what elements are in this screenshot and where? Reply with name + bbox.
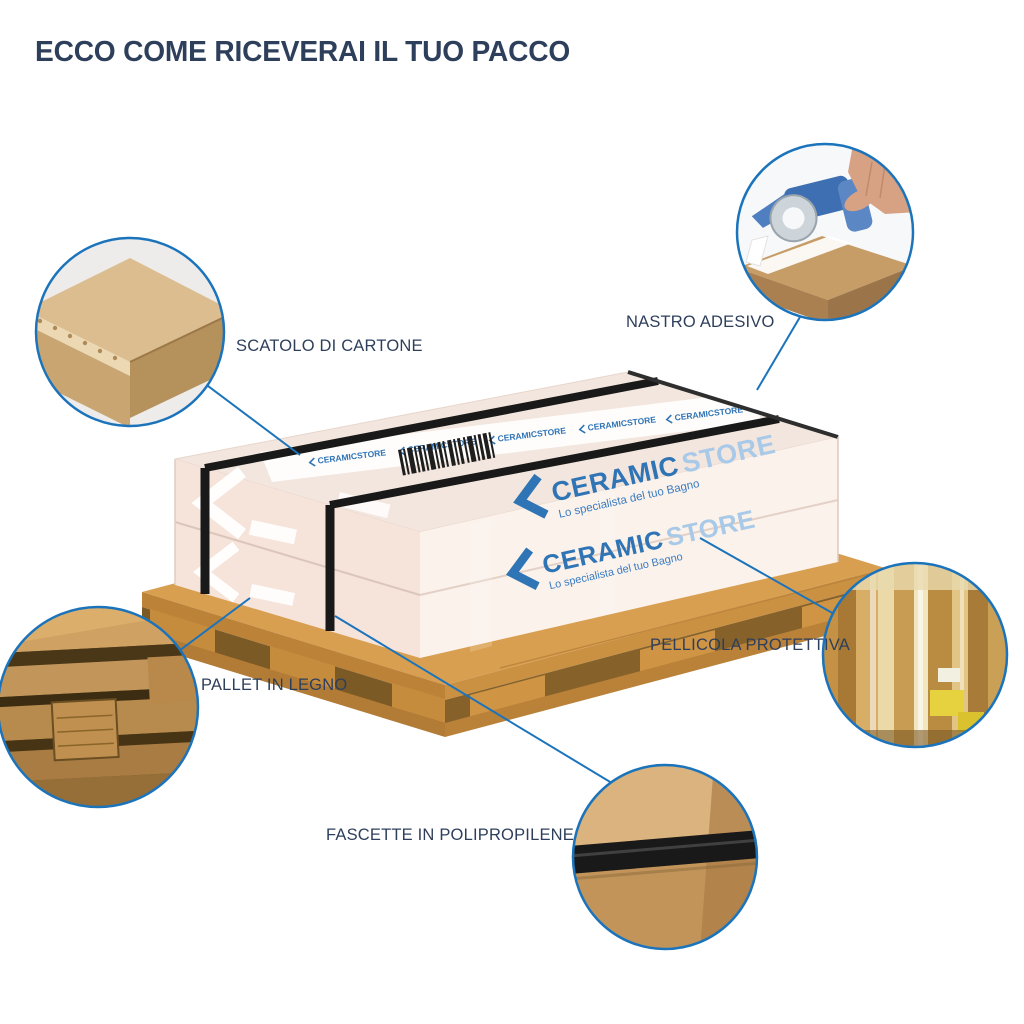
label-fascette-in-polipropilene: FASCETTE IN POLIPROPILENE: [326, 826, 574, 844]
callout-photo-straps: [574, 766, 756, 948]
brand-chevron-icon: [665, 414, 673, 424]
box-strap-1: [200, 377, 659, 594]
label-nastro-adesivo: NASTRO ADESIVO: [626, 313, 775, 331]
box-barcode: [398, 432, 496, 476]
tape-band: [260, 392, 762, 482]
package-illustration: CERAMICSTORE CERAMICSTORE CERAMICSTORE C…: [142, 370, 885, 737]
callout-ring-straps: [571, 763, 759, 951]
label-scatolo-di-cartone: SCATOLO DI CARTONE: [236, 337, 423, 355]
brand-chevron-icon: [488, 435, 496, 445]
callout-ring-tape: [735, 142, 915, 322]
label-pallet-in-legno: PALLET IN LEGNO: [201, 676, 348, 694]
shipping-label: [249, 584, 296, 606]
callout-ring-cardboard: [34, 236, 226, 428]
callout-ring-pallet: [0, 605, 200, 809]
label-pellicola-protettiva: PELLICOLA PROTETTIVA: [650, 636, 850, 654]
callout-photo-pallet: [0, 608, 197, 806]
box-strap-2: [325, 415, 780, 631]
brand-chevron-icon: [505, 547, 540, 590]
shipping-label: [248, 520, 297, 545]
callout-line-straps: [334, 615, 641, 801]
package-box: CERAMICSTORE CERAMICSTORE CERAMICSTORE C…: [174, 370, 840, 658]
strap-band: [574, 830, 756, 874]
brand-chevron-icon: [578, 424, 586, 434]
hand-icon: [844, 145, 912, 214]
callout-photo-tape: [738, 145, 912, 319]
brand-chevron-icon: [308, 457, 316, 467]
page-title: ECCO COME RICEVERAI IL TUO PACCO: [35, 36, 571, 68]
callout-photo-cardboard: [37, 239, 223, 425]
callout-ring-film: [821, 561, 1009, 749]
brand-chevron-icon: [513, 473, 549, 519]
